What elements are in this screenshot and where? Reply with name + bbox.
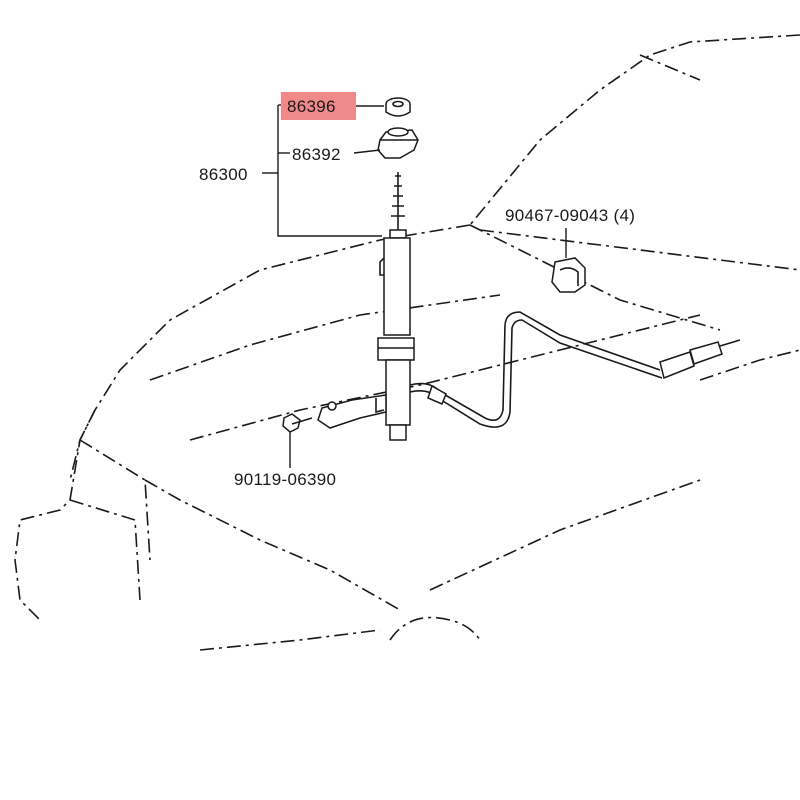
cable-inner <box>409 319 663 428</box>
connector-plug <box>689 341 723 365</box>
antenna-assembly <box>282 172 415 441</box>
housing-tab <box>379 257 385 276</box>
bolt-shank <box>291 417 313 425</box>
highlight-box <box>281 92 356 120</box>
roof-line <box>469 34 800 226</box>
cowl-line <box>469 224 721 331</box>
cable-grommet <box>427 384 447 405</box>
bracket-fold <box>375 398 385 414</box>
callout-nut: 86396 <box>287 97 336 116</box>
bolt-head <box>282 413 301 433</box>
callout-clamp: 90467-09043 (4) <box>505 206 635 225</box>
callout-antenna-assy: 86300 <box>199 165 248 184</box>
nut-hole <box>392 100 404 108</box>
bracket-hole <box>327 401 337 411</box>
group-bracket <box>277 105 382 237</box>
antenna-housing-lower <box>385 359 411 426</box>
bracket-arm <box>317 394 387 429</box>
cap-body <box>377 129 419 159</box>
clamp-inner <box>559 267 579 286</box>
hood-crease <box>189 314 701 441</box>
housing-bottom <box>389 424 407 441</box>
nut-part <box>385 97 411 117</box>
vehicle-body-outline <box>14 34 800 651</box>
antenna-mast-segments <box>391 175 405 217</box>
cap-part <box>377 127 419 159</box>
cable-outer <box>409 311 661 421</box>
rear-contour <box>699 349 800 381</box>
antenna-mast-collar <box>389 229 407 239</box>
leader-86392 <box>353 149 381 154</box>
lower-front-line <box>144 479 401 611</box>
roof-edge <box>639 54 701 81</box>
connector-pin <box>719 339 741 347</box>
clamp-body <box>551 257 586 293</box>
antenna-housing-upper <box>383 237 411 336</box>
upper-body-line <box>479 229 800 271</box>
leader-lines <box>262 104 567 468</box>
lower-hood-line <box>429 479 701 591</box>
connector-body <box>659 351 695 380</box>
mounting-collar <box>377 337 415 361</box>
inner-panel-line <box>149 294 501 381</box>
nut-side <box>385 104 411 117</box>
front-bumper <box>14 409 96 621</box>
callout-cap: 86392 <box>292 145 341 164</box>
cap-top <box>387 127 409 137</box>
headlamp-edge <box>79 439 151 561</box>
antenna-cable <box>409 311 741 428</box>
wheel-arch <box>389 616 481 641</box>
rocker-line <box>199 629 381 651</box>
clamp-part <box>551 257 586 293</box>
front-face <box>69 499 141 601</box>
callout-bolt: 90119-06390 <box>234 470 336 489</box>
